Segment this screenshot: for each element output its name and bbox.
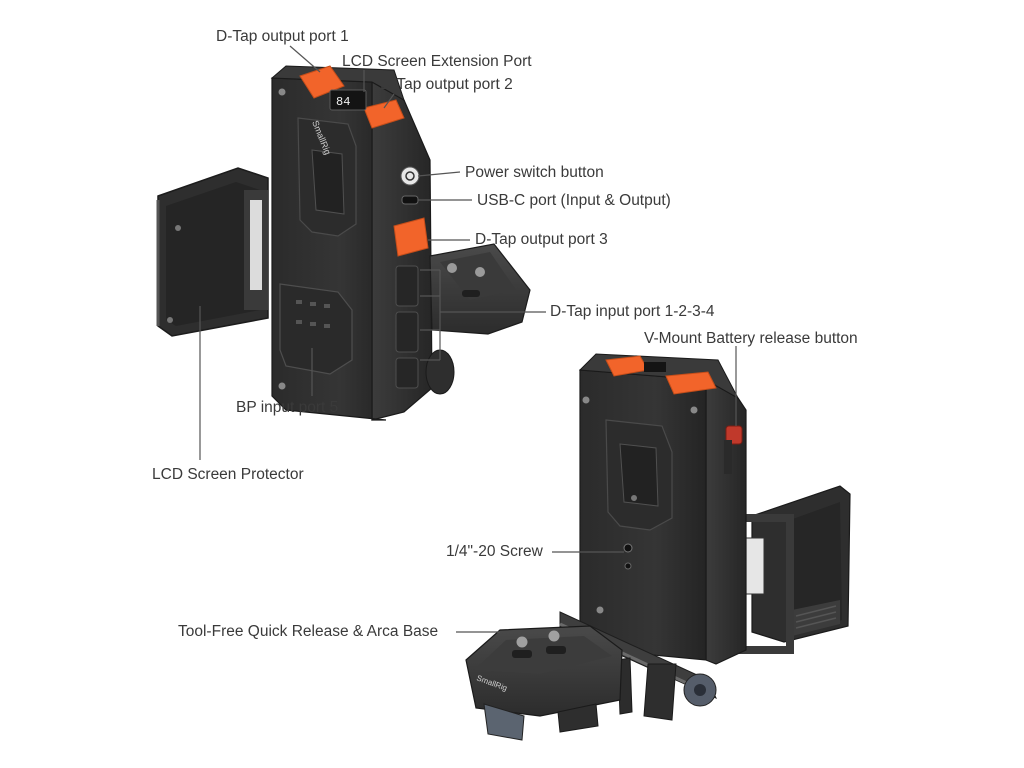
label-lcd-screen-protector: LCD Screen Protector [152, 466, 304, 483]
label-dtap-output-2: D-Tap output port 2 [380, 76, 513, 93]
lcd-screen-protector-open [704, 485, 851, 654]
battery-plate-top: SmallRig [270, 65, 531, 421]
bottom-assembly: SmallRig [465, 353, 851, 741]
power-switch-icon [400, 166, 420, 186]
label-usbc-port: USB-C port (Input & Output) [477, 192, 671, 209]
label-dtap-input-ports: D-Tap input port 1-2-3-4 [550, 303, 715, 320]
lcd-screen-protector [156, 167, 269, 337]
label-vmount-release: V-Mount Battery release button [644, 330, 858, 347]
top-assembly: SmallRig [156, 65, 531, 421]
label-bp-input-port: BP input port 5 [236, 399, 339, 416]
quick-release-arca-base: SmallRig [465, 625, 623, 741]
label-screw: 1/4"-20 Screw [446, 543, 543, 560]
label-lcd-extension-port: LCD Screen Extension Port [342, 53, 532, 70]
lcd-display-digits: 84 [336, 95, 350, 109]
vmount-release-button [725, 425, 743, 445]
label-dtap-output-3: D-Tap output port 3 [475, 231, 608, 248]
leader-lines [199, 45, 737, 633]
dtap-output-2-cover [363, 99, 405, 129]
label-power-switch: Power switch button [465, 164, 604, 181]
battery-plate-bottom [578, 353, 747, 665]
quarter-inch-screw-hole [623, 543, 633, 553]
label-dtap-output-1: D-Tap output port 1 [216, 28, 349, 45]
label-quick-release-base: Tool-Free Quick Release & Arca Base [178, 623, 439, 640]
dtap-output-3-cover [393, 217, 429, 257]
